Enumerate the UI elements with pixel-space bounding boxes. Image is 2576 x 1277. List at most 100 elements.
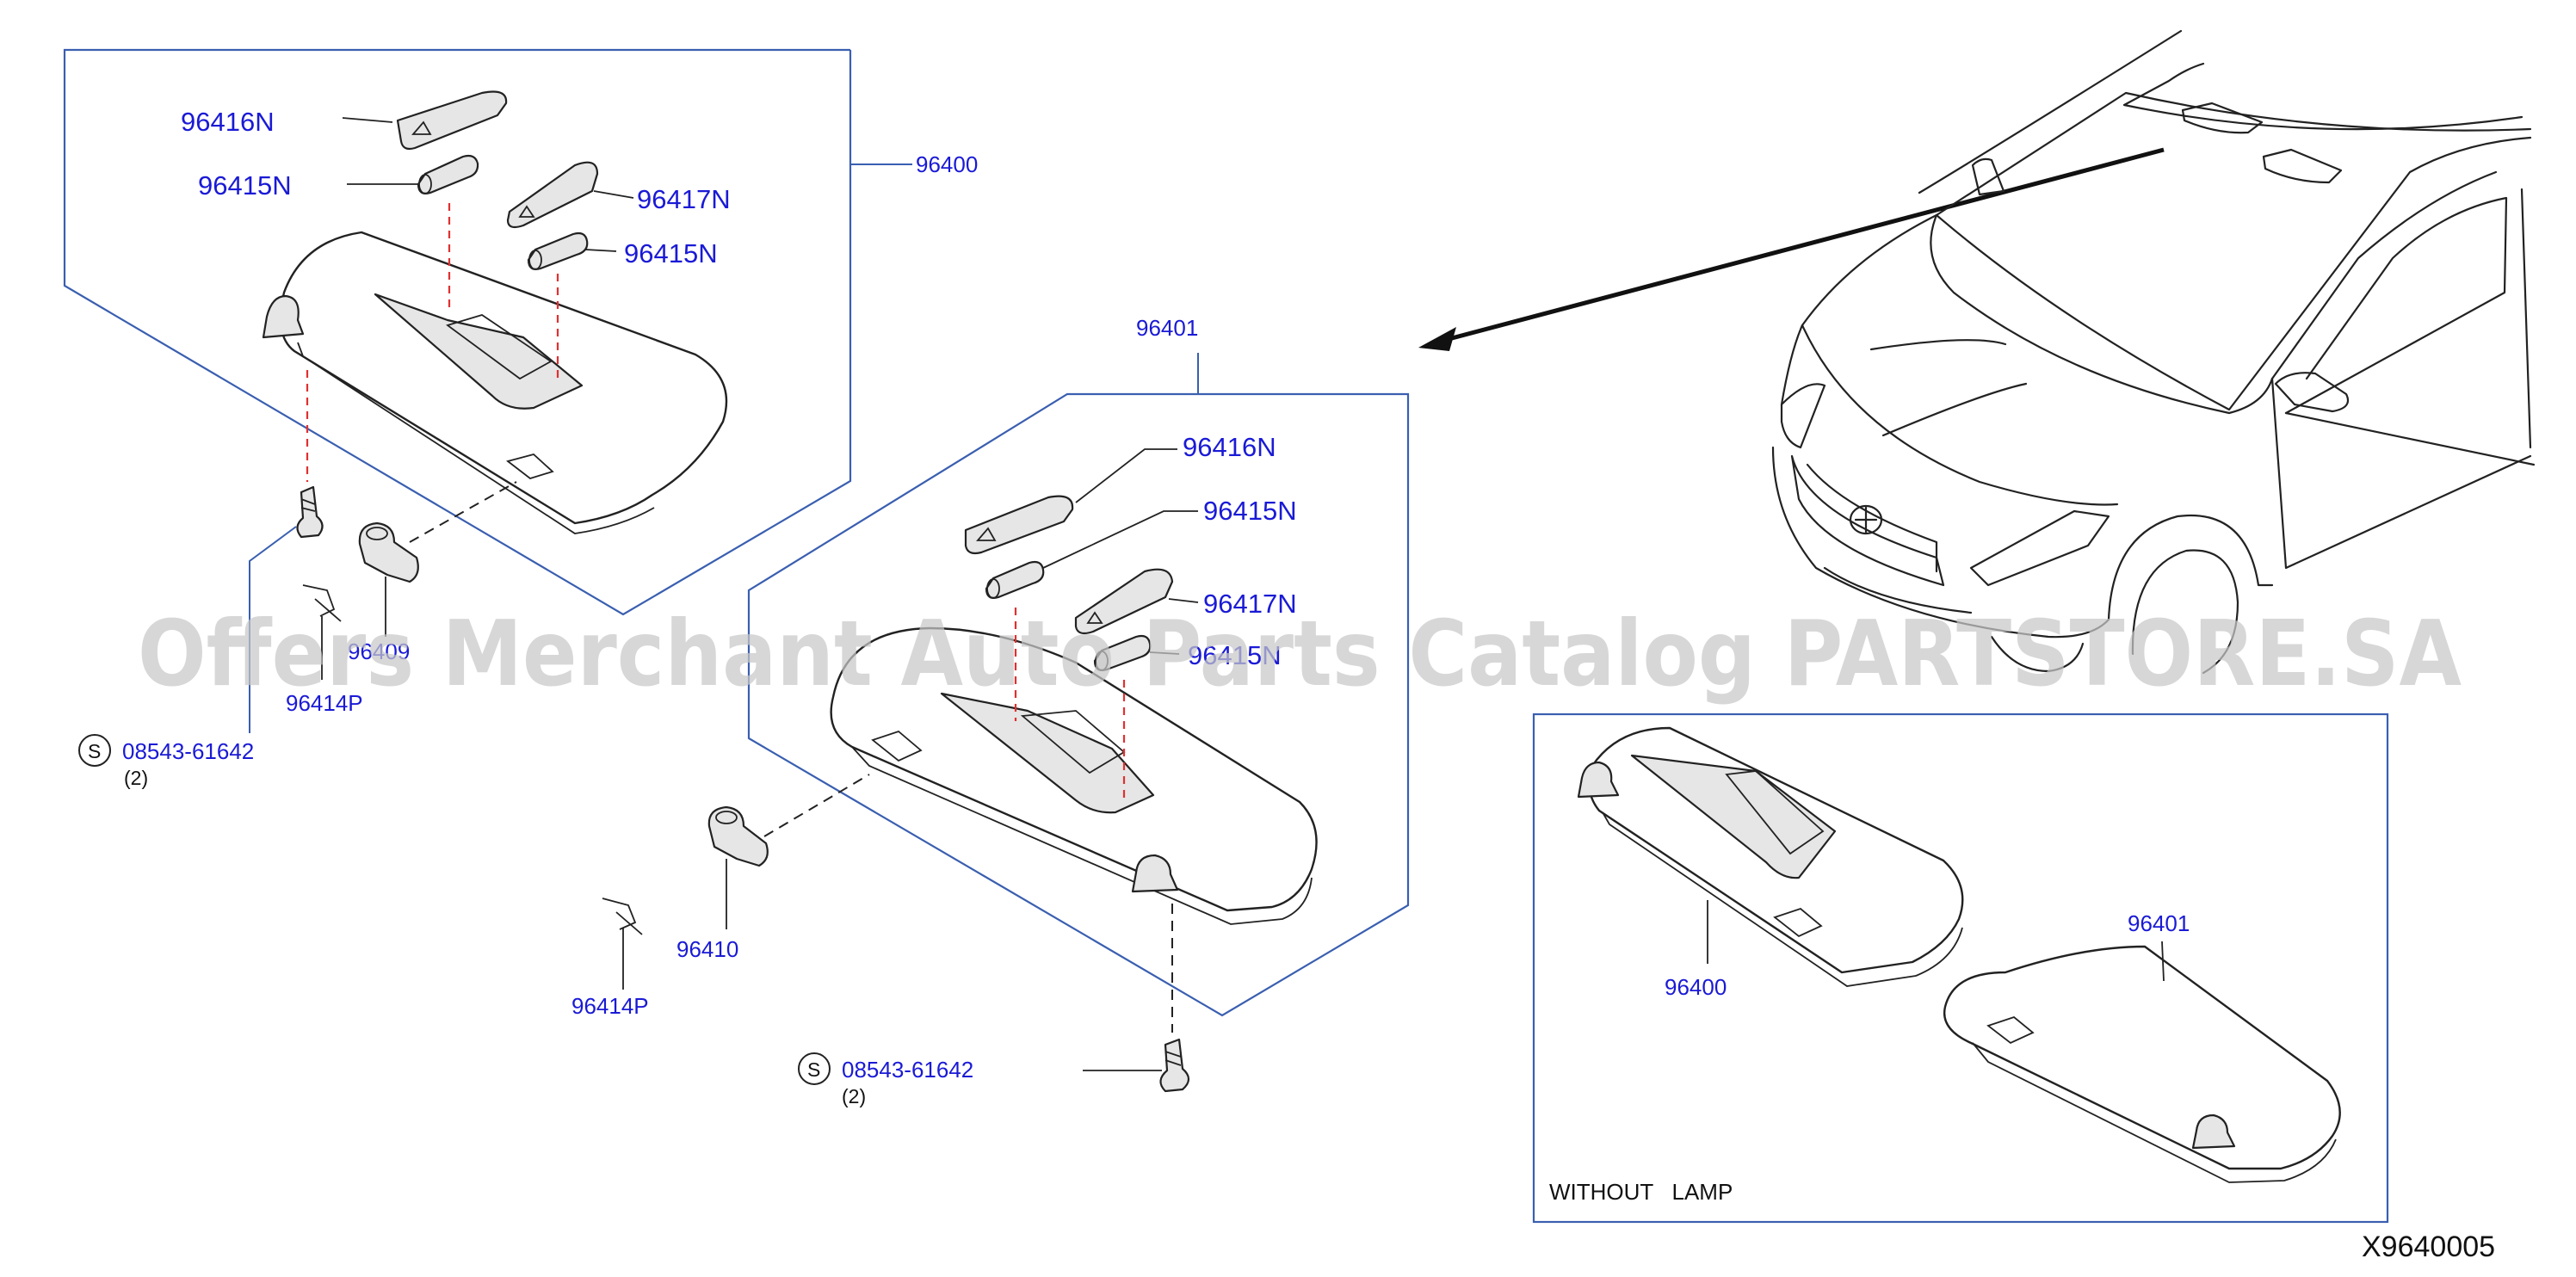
bulb-cap-left [418,174,432,194]
clip-notch-without-lamp-right [1986,1015,2035,1045]
car-hood-front [1801,324,2119,506]
label-96417N-right[interactable]: 96417N [1203,589,1297,619]
leader-96417N-left [593,190,634,199]
car-hood-crease-1 [1869,339,2007,351]
label-96415N-upper-right[interactable]: 96415N [1203,496,1297,526]
leader-96416N-left [342,117,393,123]
label-clip-right[interactable]: 96414P [571,993,649,1019]
left-assembly-frame [63,48,852,616]
location-arrowhead [1418,327,1456,351]
label-screw-left[interactable]: 08543-61642 [122,738,254,764]
car-visor-1 [2181,102,2264,134]
label-96415N-upper-left[interactable]: 96415N [198,170,292,200]
holder-left [358,521,419,583]
leader-96417N-right [1168,598,1199,603]
car-fog-lamp [1990,635,2085,673]
car-side-mirror [2274,372,2350,413]
screw-marker-left: S [88,740,101,762]
screw-right-thread [1164,1051,1182,1066]
qty-screw-left: (2) [124,767,148,789]
visor-right-edge [851,746,1313,925]
car-wheel [2131,549,2239,675]
screw-marker-right: S [807,1058,820,1081]
car-side-window [2284,196,2508,415]
without-lamp-box: 96400 96401 WITHOUT LAMP [1532,713,2389,1224]
pivot-right [1131,854,1179,893]
right-assembly-frame [747,392,1410,1017]
bulb-cap-right [986,578,1000,599]
car-headlight-right [1969,509,2110,587]
label-assembly-96400[interactable]: 96400 [916,151,978,177]
mirror-glass-without-lamp-left [1725,770,1825,855]
screw-marker-circle-left [78,734,111,767]
label-without-lamp-96401[interactable]: 96401 [2128,910,2190,936]
guide-holder-left [409,481,517,543]
without-lamp-caption: WITHOUT LAMP [1549,1179,1733,1205]
clip-notch-without-lamp-left [1773,907,1823,938]
pivot-without-lamp-right [2191,1114,2236,1150]
clip-notch-right [871,730,923,762]
label-screw-right[interactable]: 08543-61642 [842,1057,973,1083]
lamp-lens-mark-right [1086,611,1103,624]
clip-left [302,584,342,622]
lens-cover-left [396,90,508,151]
lens-cover-right [964,495,1074,555]
mirror-glass-left [446,314,553,380]
car-beltline [2284,411,2536,466]
lens-mark-right [976,527,997,541]
car-rear-mirror [1971,157,2005,196]
visor-without-lamp-right-edge [1972,1042,2337,1183]
car-windshield-top [1935,91,2532,217]
label-holder-left[interactable]: 96409 [348,638,410,664]
visor-without-lamp-left-edge [1602,811,1963,987]
right-assembly: 96401 96416N 96415N 96417N 96415N [571,315,1410,1107]
label-holder-right[interactable]: 96410 [676,936,738,962]
label-96416N-right[interactable]: 96416N [1183,432,1276,462]
label-assembly-96401[interactable]: 96401 [1136,315,1198,341]
label-without-lamp-96400[interactable]: 96400 [1665,974,1727,1000]
left-assembly: 96400 96416N 96415N 96417N 96415N [63,48,978,789]
car-wheel-arch [2107,514,2274,621]
visor-without-lamp-right [1943,945,2341,1170]
mirror-right [940,692,1155,814]
car-a-pillar [2270,170,2498,380]
car-grille-frame [1790,454,1945,587]
clip-right [602,898,643,935]
car-emblem [1849,504,1883,535]
car-visor-2 [2262,148,2343,184]
label-clip-left[interactable]: 96414P [286,690,363,716]
guide-holder-right [763,774,870,837]
car-hood-left [1780,213,1938,406]
holder-left-top [366,527,388,540]
label-96417N-left[interactable]: 96417N [637,184,731,214]
leader-screw-left [249,526,297,733]
car-emblem-mark [1854,506,1878,534]
holder-right-top [715,811,738,824]
car-roof-right [2122,62,2523,131]
car-b-pillar [2520,188,2532,449]
mirror-left [374,293,584,410]
screw-marker-circle-right [798,1052,831,1085]
clip-notch-left [506,453,554,479]
car-roof-left [1918,29,2183,194]
leader-96416N-right [1075,448,1177,503]
label-96416N-left[interactable]: 96416N [181,107,275,137]
qty-screw-right: (2) [842,1085,866,1107]
screw-left-thread [300,498,316,512]
car-hood-center [1930,213,2274,415]
leader-96415N-upper-right [1042,510,1198,569]
leader-96415N-lower-left [584,249,617,252]
screw-right [1159,1038,1190,1093]
label-96415N-lower-right[interactable]: 96415N [1188,640,1282,670]
car-hood-crease-2 [1881,382,2028,437]
car-windshield-bottom [1935,136,2532,411]
visor-left-edge [297,342,655,534]
car-bumper-intake [1823,566,1973,614]
leader-96415N-lower-right [1149,651,1180,655]
pivot-without-lamp-left [1577,761,1620,799]
car-grille-inner [1806,463,1938,573]
lamp-lens-mark-left [518,205,535,218]
label-96415N-lower-left[interactable]: 96415N [624,238,718,268]
watermark-text: Offers Merchant Auto Parts Catalog PARTS… [138,601,2462,706]
